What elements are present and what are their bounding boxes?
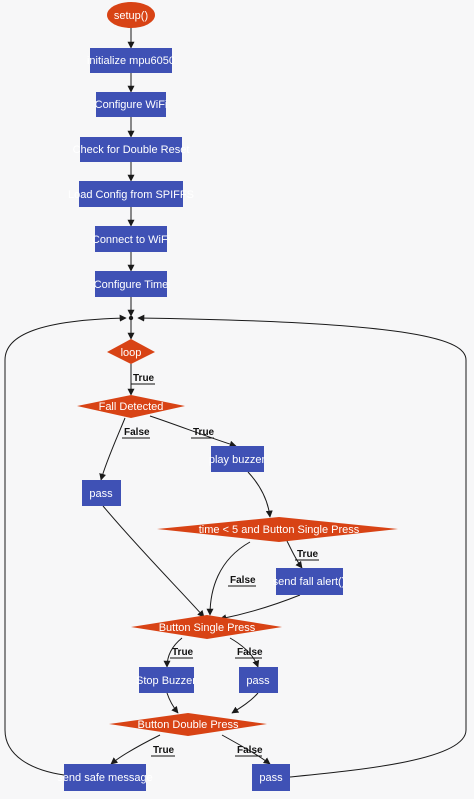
node-connect-wifi: Connect to WiFi [92,226,170,252]
node-configure-wifi-label: Configure WiFi [95,99,168,111]
node-check-double-reset-label: Check for Double Reset [73,144,190,156]
node-loop-label: loop [121,347,142,359]
node-send-fall-alert-label: send fall alert() [273,576,346,588]
label-double-false: False [237,745,263,756]
node-load-config: Load Config from SPIFFS [68,181,194,207]
node-pass-1-label: pass [89,488,113,500]
edge-stopbuzzer-double [166,692,179,714]
node-send-safe-label: send safe message [57,772,152,784]
edge-buzzer-time [247,471,273,518]
node-init-mpu: initialize mpu6050 [87,48,175,73]
edge-single-stopbuzzer [163,637,183,668]
edge-fall-pass1 [99,417,126,481]
node-stop-buzzer: Stop Buzzer [136,667,196,693]
node-send-fall-alert: send fall alert() [273,568,346,595]
edges [4,28,467,778]
node-configure-time: Configure Time [94,271,169,297]
edge-time-alert [286,540,303,569]
node-time-button-label: time < 5 and Button Single Press [199,524,360,536]
node-button-single: Button Single Press [131,615,282,639]
node-time-button: time < 5 and Button Single Press [157,517,398,542]
node-stop-buzzer-label: Stop Buzzer [136,675,196,687]
label-double-true: True [153,745,175,756]
loop-join-point [128,315,134,321]
edge-pass2-double [231,692,259,714]
node-check-double-reset: Check for Double Reset [73,137,190,162]
label-loop-true: True [133,373,155,384]
label-fall-false: False [124,427,150,438]
edge-double-safe [110,734,161,765]
edge-safe-loopback [4,314,127,776]
node-init-mpu-label: initialize mpu6050 [87,55,175,67]
edge-pass3-loopback [137,314,467,778]
node-send-safe: send safe message [57,764,153,791]
node-play-buzzer-label: play buzzer [209,454,266,466]
node-pass-1: pass [82,480,121,506]
node-configure-wifi: Configure WiFi [95,92,168,117]
node-setup: setup() [107,2,155,28]
node-pass-3: pass [252,764,290,791]
edge-labels: True False True True False True False Tr… [122,373,319,757]
edge-pass1-single [102,505,205,618]
node-connect-wifi-label: Connect to WiFi [92,234,170,246]
edge-time-single [206,541,251,616]
node-fall-detected: Fall Detected [77,395,185,418]
node-configure-time-label: Configure Time [94,279,169,291]
nodes: setup() initialize mpu6050 Configure WiF… [57,2,398,791]
label-time-true: True [297,549,319,560]
edge-fall-buzzer [149,415,237,448]
node-pass-3-label: pass [259,772,283,784]
node-fall-detected-label: Fall Detected [99,401,164,413]
node-loop: loop [107,339,155,364]
node-pass-2: pass [239,667,278,693]
label-single-true: True [172,647,194,658]
node-load-config-label: Load Config from SPIFFS [68,189,194,201]
node-setup-label: setup() [114,10,148,22]
node-button-single-label: Button Single Press [159,622,256,634]
label-time-false: False [230,575,256,586]
label-single-false: False [237,647,263,658]
edge-single-pass2 [229,637,260,668]
node-pass-2-label: pass [246,675,270,687]
edge-alert-single [219,594,301,622]
node-button-double: Button Double Press [109,713,267,736]
node-button-double-label: Button Double Press [138,719,239,731]
edge-double-pass3 [221,734,271,765]
label-fall-true: True [193,427,215,438]
node-play-buzzer: play buzzer [209,446,266,472]
